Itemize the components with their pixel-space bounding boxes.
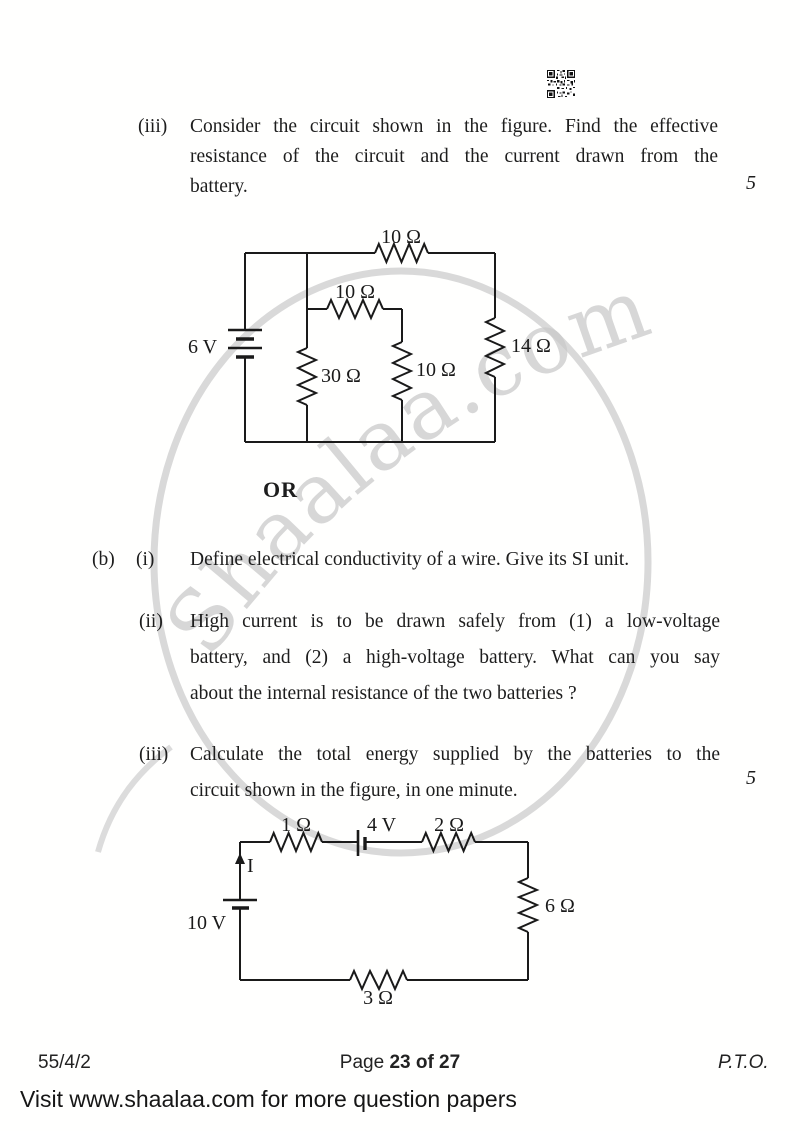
qr-code-icon [547, 70, 575, 98]
question-ii: High current is to be drawn safely from … [190, 604, 720, 711]
resistor-14ohm [483, 317, 507, 378]
question-line: High current is to be drawn safely from … [190, 611, 720, 632]
question-i-label: (i) [136, 549, 155, 570]
circuit-1-wires [244, 252, 496, 443]
resistor-1ohm-label: 1 Ω [281, 814, 311, 836]
resistor-10ohm-top [374, 241, 429, 265]
question-iii-b-label: (iii) [139, 744, 169, 765]
current-arrow-icon [235, 853, 245, 878]
question-iii-a-label: (iii) [138, 116, 168, 137]
resistor-10ohm-mid-label: 10 Ω [335, 281, 375, 303]
battery-10v-symbol [223, 898, 257, 910]
resistor-2ohm-label: 2 Ω [434, 814, 464, 836]
question-line: Calculate the total energy supplied by t… [190, 744, 720, 765]
question-ii-label: (ii) [139, 611, 163, 632]
battery-10v-label: 10 V [187, 912, 227, 934]
circuit-1-diagram: 6 V 10 Ω 10 Ω 30 Ω 10 Ω 14 Ω [188, 226, 551, 443]
resistor-2ohm [421, 830, 476, 854]
resistor-10ohm-mid [326, 297, 384, 321]
question-line: battery, and (2) a high-voltage battery.… [190, 646, 720, 668]
resistor-30ohm [295, 347, 319, 406]
resistor-10ohm-inner-label: 10 Ω [416, 359, 456, 381]
question-iii-b: Calculate the total energy supplied by t… [190, 737, 720, 809]
question-line: Define electrical conductivity of a wire… [190, 549, 630, 570]
resistor-14ohm-label: 14 Ω [511, 335, 551, 357]
resistor-6ohm [516, 877, 540, 933]
resistor-6ohm-label: 6 Ω [545, 895, 575, 917]
question-line: resistance of the circuit and the curren… [190, 146, 718, 168]
circuit-2-diagram: 10 V I 1 Ω 4 V 2 Ω 6 Ω 3 Ω [187, 814, 575, 1009]
footer-page-number: Page 23 of 27 [0, 1052, 800, 1074]
resistor-10ohm-inner [390, 341, 414, 401]
battery-4v-symbol [356, 830, 367, 856]
footer-paper-code: 55/4/2 [38, 1052, 91, 1073]
battery-6v-symbol [228, 328, 262, 359]
question-i: Define electrical conductivity of a wire… [190, 549, 730, 571]
page-label: Page [339, 1052, 390, 1073]
battery-6v-label: 6 V [188, 336, 218, 358]
current-label: I [247, 855, 254, 877]
footer-pto: P.T.O. [718, 1052, 769, 1073]
question-line: circuit shown in the figure, in one minu… [190, 779, 518, 801]
circuit-2-wires [239, 841, 529, 981]
or-divider: OR [263, 477, 298, 502]
part-b-label: (b) [92, 549, 115, 570]
resistor-10ohm-top-label: 10 Ω [381, 226, 421, 248]
resistor-3ohm-label: 3 Ω [363, 987, 393, 1009]
promo-text: Visit www.shaalaa.com for more question … [20, 1086, 517, 1112]
resistor-3ohm [349, 968, 408, 992]
question-line: battery. [190, 176, 248, 198]
marks-badge: 5 [746, 767, 756, 789]
question-line: Consider the circuit shown in the figure… [190, 116, 718, 137]
battery-4v-label: 4 V [367, 814, 397, 836]
resistor-1ohm [269, 830, 323, 854]
marks-badge: 5 [746, 172, 756, 194]
page-info: 23 of 27 [389, 1052, 461, 1073]
question-iii-a: Consider the circuit shown in the figure… [190, 112, 718, 203]
resistor-30ohm-label: 30 Ω [321, 365, 361, 387]
question-line: about the internal resistance of the two… [190, 682, 577, 704]
